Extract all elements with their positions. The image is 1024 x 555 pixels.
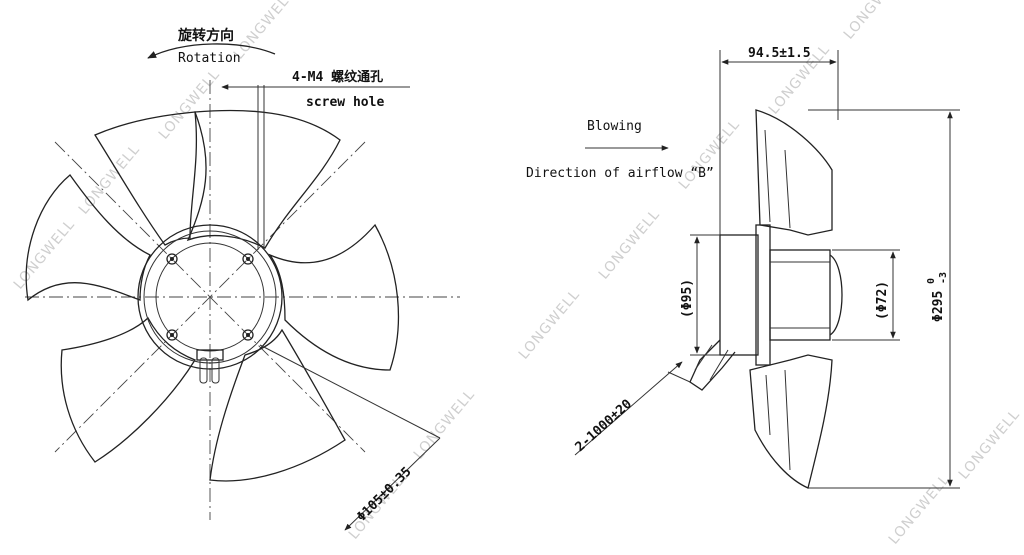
rotation-label-cn: 旋转方向 xyxy=(177,27,234,44)
watermark: LONGWELL xyxy=(231,0,298,63)
rotation-arrow xyxy=(147,43,276,59)
screw-hole xyxy=(242,329,254,341)
motor-body xyxy=(719,234,759,356)
cable-gland xyxy=(196,349,224,361)
blowing-label: Blowing xyxy=(587,119,642,134)
screw-label-cn: 4-M4 螺纹通孔 xyxy=(292,69,383,85)
screw-hole xyxy=(166,329,178,341)
side-blade-lower xyxy=(749,354,833,489)
overall-dim-lower-tol: -3 xyxy=(938,272,949,284)
motor-rotor xyxy=(769,249,831,341)
motor-cap xyxy=(829,254,843,336)
hub-ring xyxy=(143,230,277,364)
fan-blade xyxy=(94,111,198,246)
cable-dim: 2-1000±20 xyxy=(573,397,636,455)
hub-outer xyxy=(137,224,283,370)
cable-dim-ext xyxy=(667,371,691,383)
front-view: 旋转方向 Rotation 4-M4 螺纹通孔 screw hole Φ105±… xyxy=(25,27,460,531)
centerline-diagonal xyxy=(54,141,366,453)
cable xyxy=(199,357,208,384)
watermark: LONGWELL xyxy=(886,471,953,547)
bolt-circle-dim: Φ105±0.35 xyxy=(354,464,414,524)
bolt-dim-line xyxy=(259,344,441,439)
cable-bundle xyxy=(689,339,736,391)
watermark: LONGWELL xyxy=(956,406,1023,482)
watermark: LONGWELL xyxy=(76,141,143,217)
cable-outlet xyxy=(196,349,224,384)
width-dim: 94.5±1.5 xyxy=(748,46,811,61)
side-blade-upper xyxy=(755,109,833,236)
motor-dim: (Φ72) xyxy=(875,281,890,320)
side-view: Blowing Direction of airflow “B” 94.5±1.… xyxy=(526,46,960,489)
overall-dim-main: Φ295 xyxy=(931,291,946,322)
fan-blade xyxy=(60,316,196,463)
screw-holes xyxy=(166,253,254,341)
side-cable: 2-1000±20 xyxy=(573,339,736,456)
rotation-label-en: Rotation xyxy=(178,51,241,66)
hub-dim: (Φ95) xyxy=(680,279,695,318)
cable-dim-line xyxy=(574,361,683,456)
screw-hole-center xyxy=(170,333,174,337)
airflow-label: Direction of airflow “B” xyxy=(526,166,714,181)
bolt-dim-line xyxy=(344,437,441,531)
screw-hole-center xyxy=(246,257,250,261)
screw-hole xyxy=(166,253,178,265)
screw-hole-center xyxy=(246,333,250,337)
cable-bundle-inner xyxy=(694,344,729,381)
screw-hole-center xyxy=(170,257,174,261)
fan-blade xyxy=(268,223,400,371)
watermark-layer: LONGWELL LONGWELL LONGWELL LONGWELL LONG… xyxy=(11,0,1023,548)
cable xyxy=(211,357,220,384)
watermark: LONGWELL xyxy=(411,386,478,462)
watermark: LONGWELL xyxy=(841,0,908,43)
hub-inner xyxy=(155,242,265,352)
fan-blade xyxy=(25,174,151,302)
overall-dim-upper-tol: 0 xyxy=(926,278,937,284)
fan-blade xyxy=(209,328,346,482)
fan-blades xyxy=(25,109,400,482)
watermark: LONGWELL xyxy=(156,66,223,142)
overall-dim: Φ295 0 -3 xyxy=(926,272,949,322)
screw-hole xyxy=(242,253,254,265)
watermark: LONGWELL xyxy=(596,206,663,282)
watermark: LONGWELL xyxy=(676,116,743,192)
fan-blade xyxy=(186,109,341,249)
screw-label-en: screw hole xyxy=(306,95,384,110)
watermark: LONGWELL xyxy=(11,216,78,292)
watermark: LONGWELL xyxy=(516,286,583,362)
side-blade-upper-edge xyxy=(764,129,791,229)
side-blade-lower-edge xyxy=(765,369,791,471)
